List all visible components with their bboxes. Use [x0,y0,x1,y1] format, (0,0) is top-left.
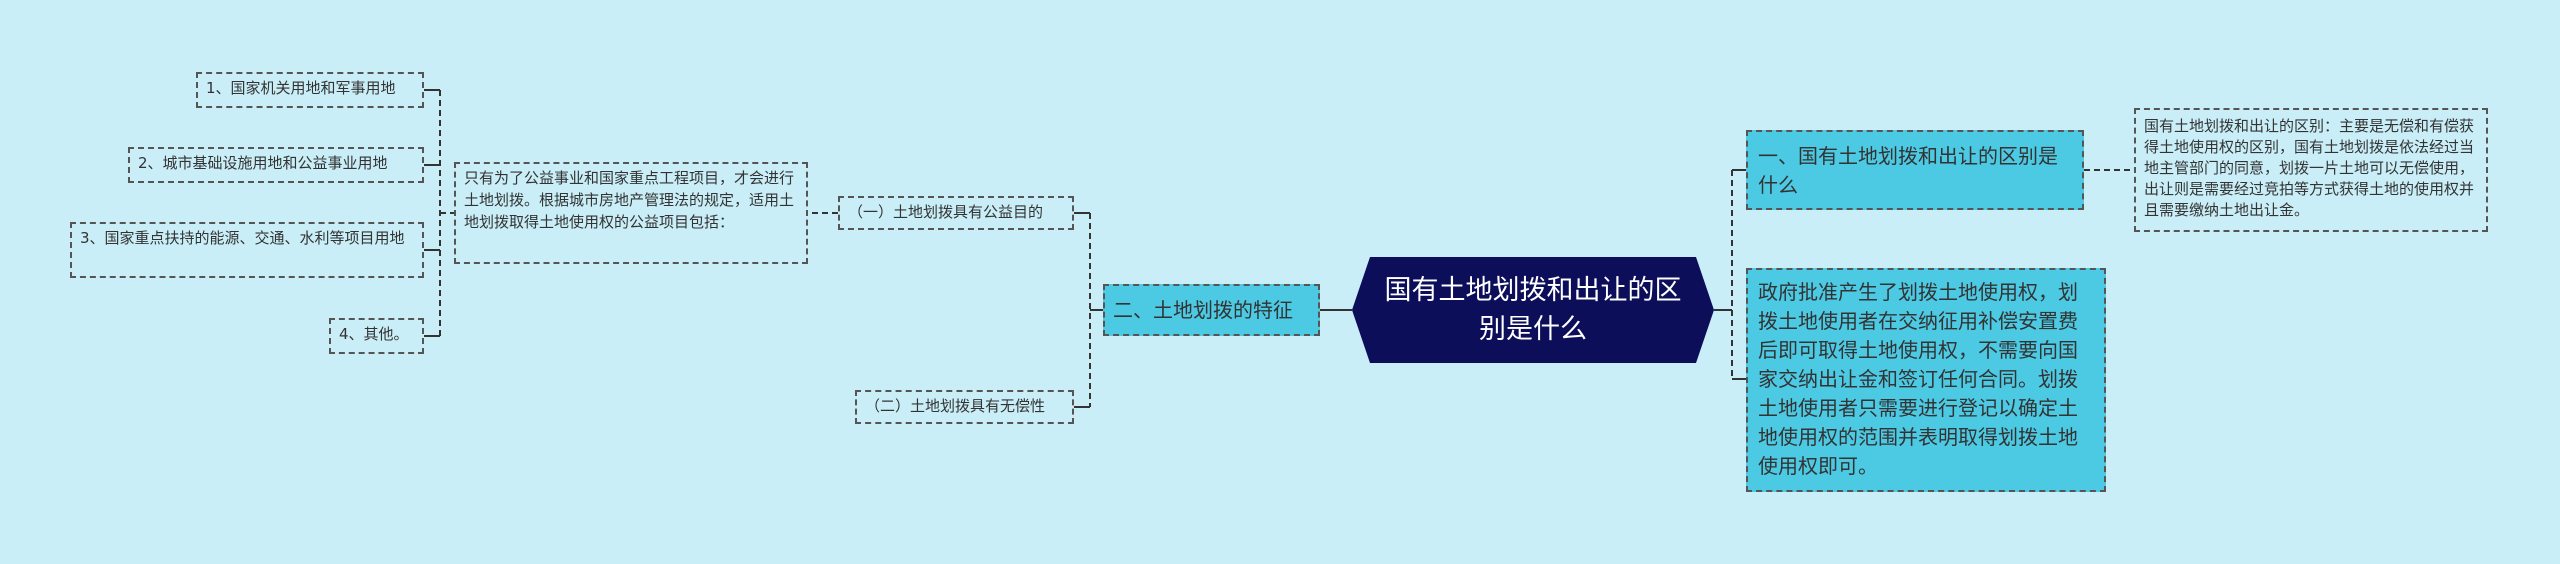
section2-node[interactable]: 二、土地划拨的特征 [1103,284,1320,336]
item-1-node[interactable]: 1、国家机关用地和军事用地 [196,72,424,108]
paragraph-text: 政府批准产生了划拨土地使用权，划拨土地使用者在交纳征用补偿安置费后即可取得土地使… [1758,280,2078,478]
feature1-label: （一）土地划拨具有公益目的 [848,203,1044,221]
item-3-node[interactable]: 3、国家重点扶持的能源、交通、水利等项目用地 [70,222,424,278]
section1-detail-text: 国有土地划拨和出让的区别：主要是无偿和有偿获得土地使用权的区别，国有土地划拨是依… [2144,117,2475,219]
section1-node[interactable]: 一、国有土地划拨和出让的区别是什么 [1746,130,2084,210]
item-2-label: 2、城市基础设施用地和公益事业用地 [138,154,388,172]
feature2-node[interactable]: （二）土地划拨具有无偿性 [855,390,1074,424]
section1-label: 一、国有土地划拨和出让的区别是什么 [1758,144,2058,197]
root-topic-label: 国有土地划拨和出让的区别是什么 [1384,274,1682,345]
item-2-node[interactable]: 2、城市基础设施用地和公益事业用地 [128,147,424,183]
paragraph-node[interactable]: 政府批准产生了划拨土地使用权，划拨土地使用者在交纳征用补偿安置费后即可取得土地使… [1746,268,2106,492]
root-topic[interactable]: 国有土地划拨和出让的区别是什么 [1352,257,1714,363]
item-3-label: 3、国家重点扶持的能源、交通、水利等项目用地 [80,229,405,247]
item-4-label: 4、其他。 [339,325,409,343]
feature1-desc-text: 只有为了公益事业和国家重点工程项目，才会进行土地划拨。根据城市房地产管理法的规定… [464,169,795,231]
feature1-desc-node[interactable]: 只有为了公益事业和国家重点工程项目，才会进行土地划拨。根据城市房地产管理法的规定… [454,162,808,264]
item-4-node[interactable]: 4、其他。 [329,318,424,354]
item-1-label: 1、国家机关用地和军事用地 [206,79,396,97]
feature1-node[interactable]: （一）土地划拨具有公益目的 [838,196,1074,230]
feature2-label: （二）土地划拨具有无偿性 [865,397,1046,415]
section1-detail-node[interactable]: 国有土地划拨和出让的区别：主要是无偿和有偿获得土地使用权的区别，国有土地划拨是依… [2134,108,2488,232]
section2-label: 二、土地划拨的特征 [1113,298,1293,322]
